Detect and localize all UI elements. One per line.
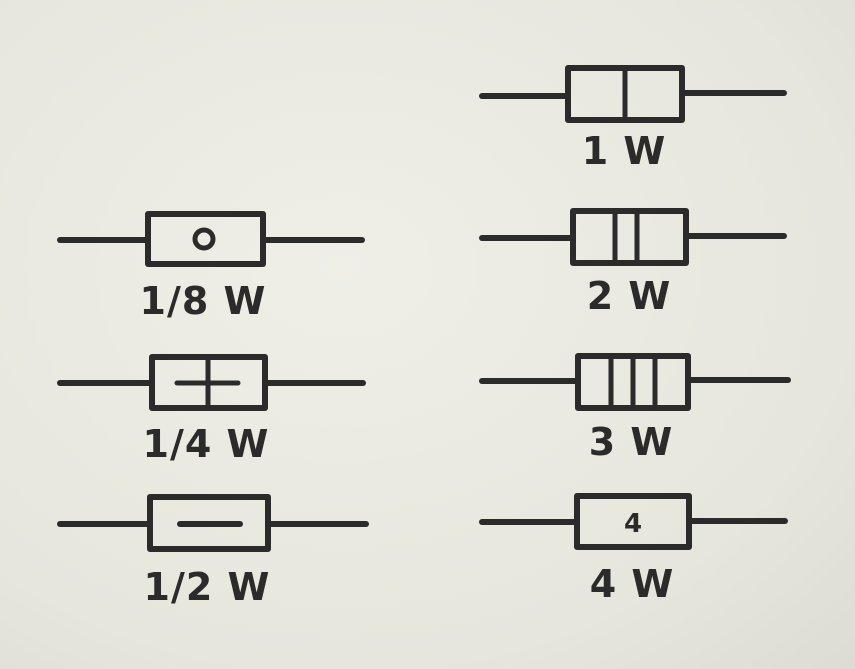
label-4-w: 4 W	[590, 562, 675, 606]
symbol-3-w	[479, 353, 791, 411]
symbol-4-w	[479, 493, 788, 550]
resistor-body	[145, 211, 266, 267]
circle-marking	[192, 227, 216, 251]
symbol-1-2-w	[57, 494, 369, 552]
symbol-1-w	[479, 65, 787, 123]
resistor-body	[570, 208, 689, 266]
symbol-1-8-w	[57, 211, 365, 267]
label-1-w: 1 W	[582, 129, 667, 173]
label-1-4-w: 1/4 W	[143, 422, 270, 466]
label-1-8-w: 1/8 W	[140, 279, 267, 323]
label-2-w: 2 W	[587, 274, 672, 318]
marking-text-4: 4	[624, 509, 642, 539]
symbol-2-w	[479, 208, 787, 266]
label-1-2-w: 1/2 W	[144, 565, 271, 609]
label-3-w: 3 W	[589, 420, 674, 464]
symbol-1-4-w	[57, 354, 366, 411]
